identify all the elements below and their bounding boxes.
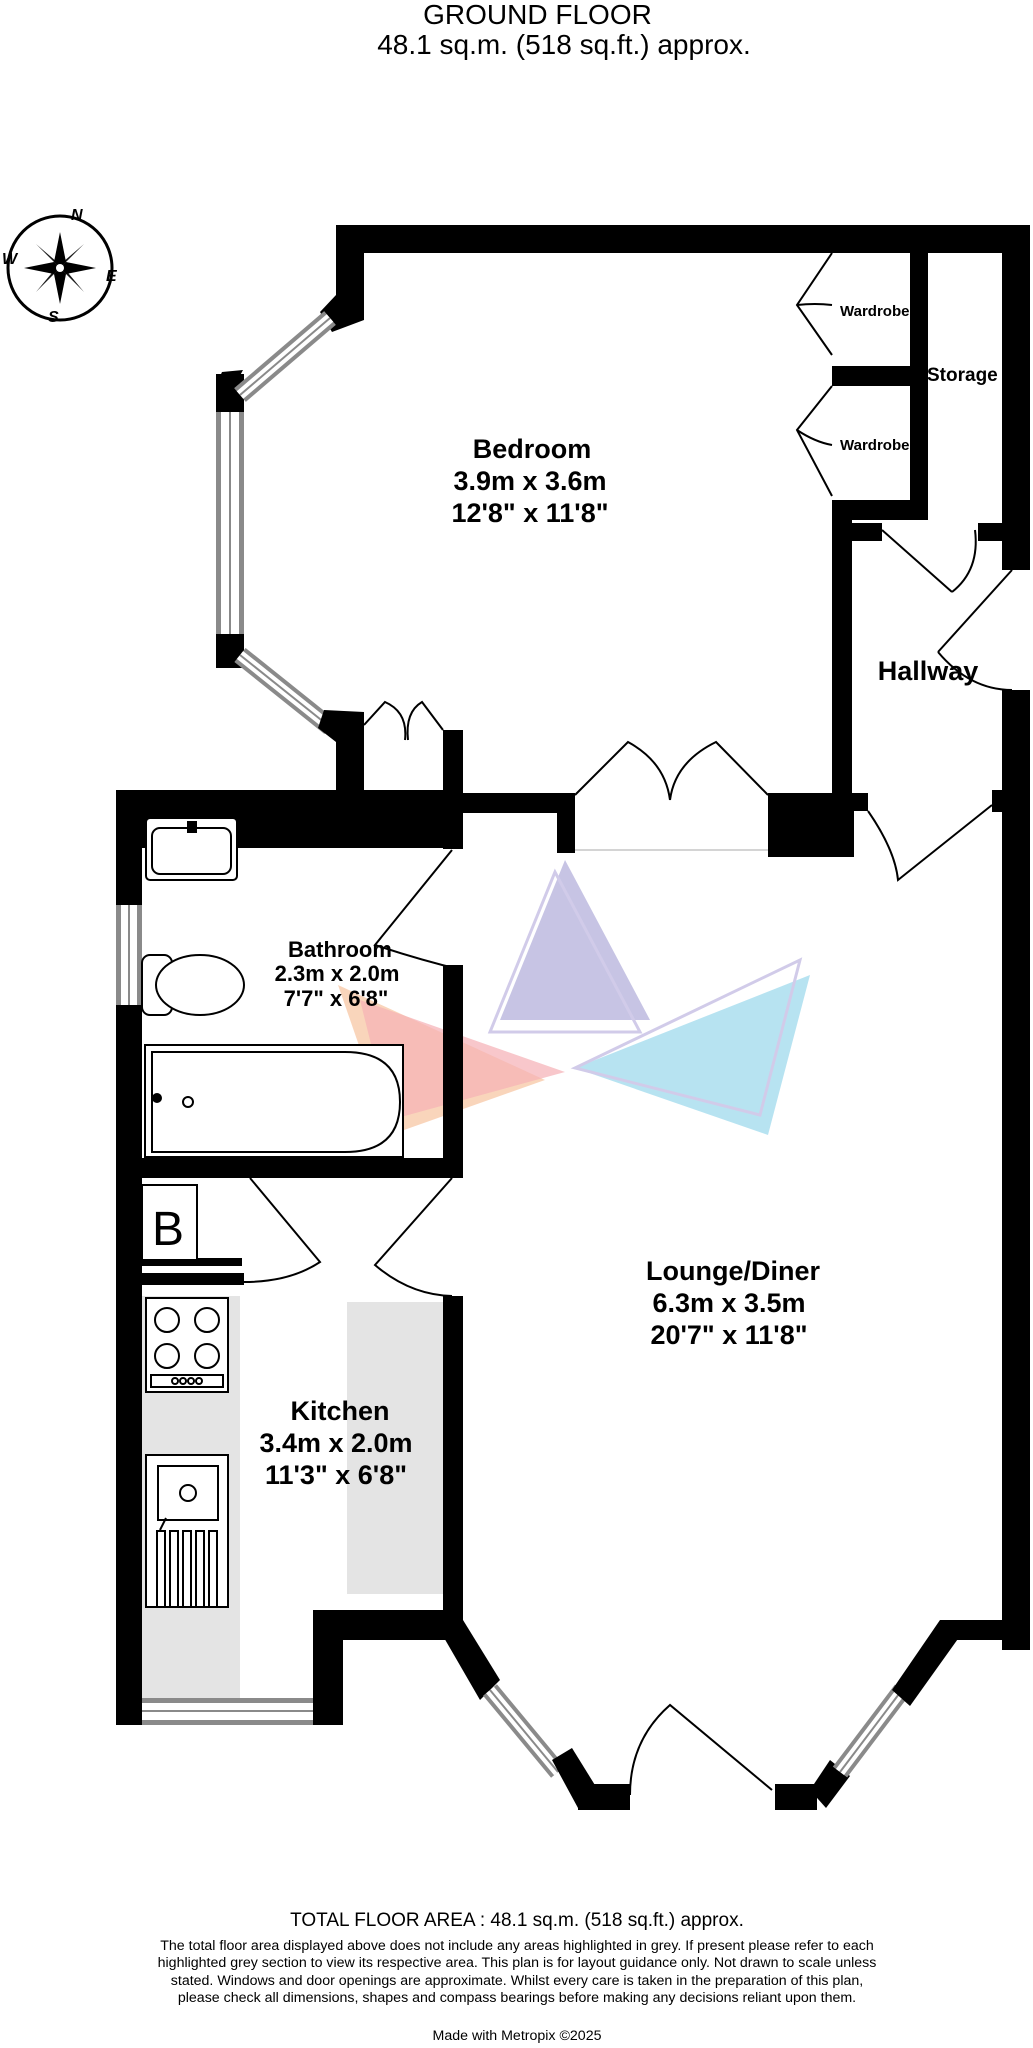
wardrobe-top-name: Wardrobe <box>840 303 909 320</box>
boiler-label: B <box>152 1203 184 1256</box>
doors <box>243 252 1013 1796</box>
compass-north: N <box>71 207 83 224</box>
kitchen-name: Kitchen <box>290 1396 389 1426</box>
watermark-logo <box>338 860 810 1135</box>
disclaimer: The total floor area displayed above doe… <box>157 1938 877 2007</box>
bedroom-imperial: 12'8" x 11'8" <box>451 498 608 528</box>
bathroom-name: Bathroom <box>288 937 392 962</box>
bathroom-metric: 2.3m x 2.0m <box>275 961 400 986</box>
kitchen-imperial: 11'3" x 6'8" <box>265 1460 407 1490</box>
bedroom-name: Bedroom <box>473 434 592 464</box>
kitchen-fixtures <box>141 1184 229 1608</box>
storage-name: Storage <box>927 365 998 386</box>
toilet-bowl <box>155 954 245 1016</box>
bathroom-imperial: 7'7" x 6'8" <box>284 986 389 1011</box>
bathroom-window <box>116 905 142 1005</box>
compass-south: S <box>48 309 59 326</box>
walls <box>116 225 1030 1725</box>
floor-title: GROUND FLOOR <box>423 0 652 30</box>
bedroom-metric: 3.9m x 3.6m <box>453 466 606 496</box>
compass-rose: N S E W <box>2 207 118 326</box>
lounge-bay <box>443 1620 960 1810</box>
credit: Made with Metropix ©2025 <box>432 2028 602 2044</box>
lounge-metric: 6.3m x 3.5m <box>652 1288 805 1318</box>
compass-east: E <box>106 268 118 285</box>
hallway-name: Hallway <box>878 656 979 686</box>
boiler-box <box>141 1184 198 1261</box>
compass-west: W <box>2 251 19 268</box>
bathroom-fixtures <box>141 817 404 1158</box>
lounge-imperial: 20'7" x 11'8" <box>650 1320 807 1350</box>
wardrobe-bottom-name: Wardrobe <box>840 437 909 454</box>
total-floor-area: TOTAL FLOOR AREA : 48.1 sq.m. (518 sq.ft… <box>290 1910 744 1931</box>
kitchen-grey-area-right <box>347 1302 447 1594</box>
bedroom-bay <box>216 295 364 742</box>
kitchen-metric: 3.4m x 2.0m <box>259 1428 412 1458</box>
kitchen-window <box>142 1698 313 1725</box>
floor-area: 48.1 sq.m. (518 sq.ft.) approx. <box>377 29 751 60</box>
lounge-name: Lounge/Diner <box>646 1256 820 1286</box>
